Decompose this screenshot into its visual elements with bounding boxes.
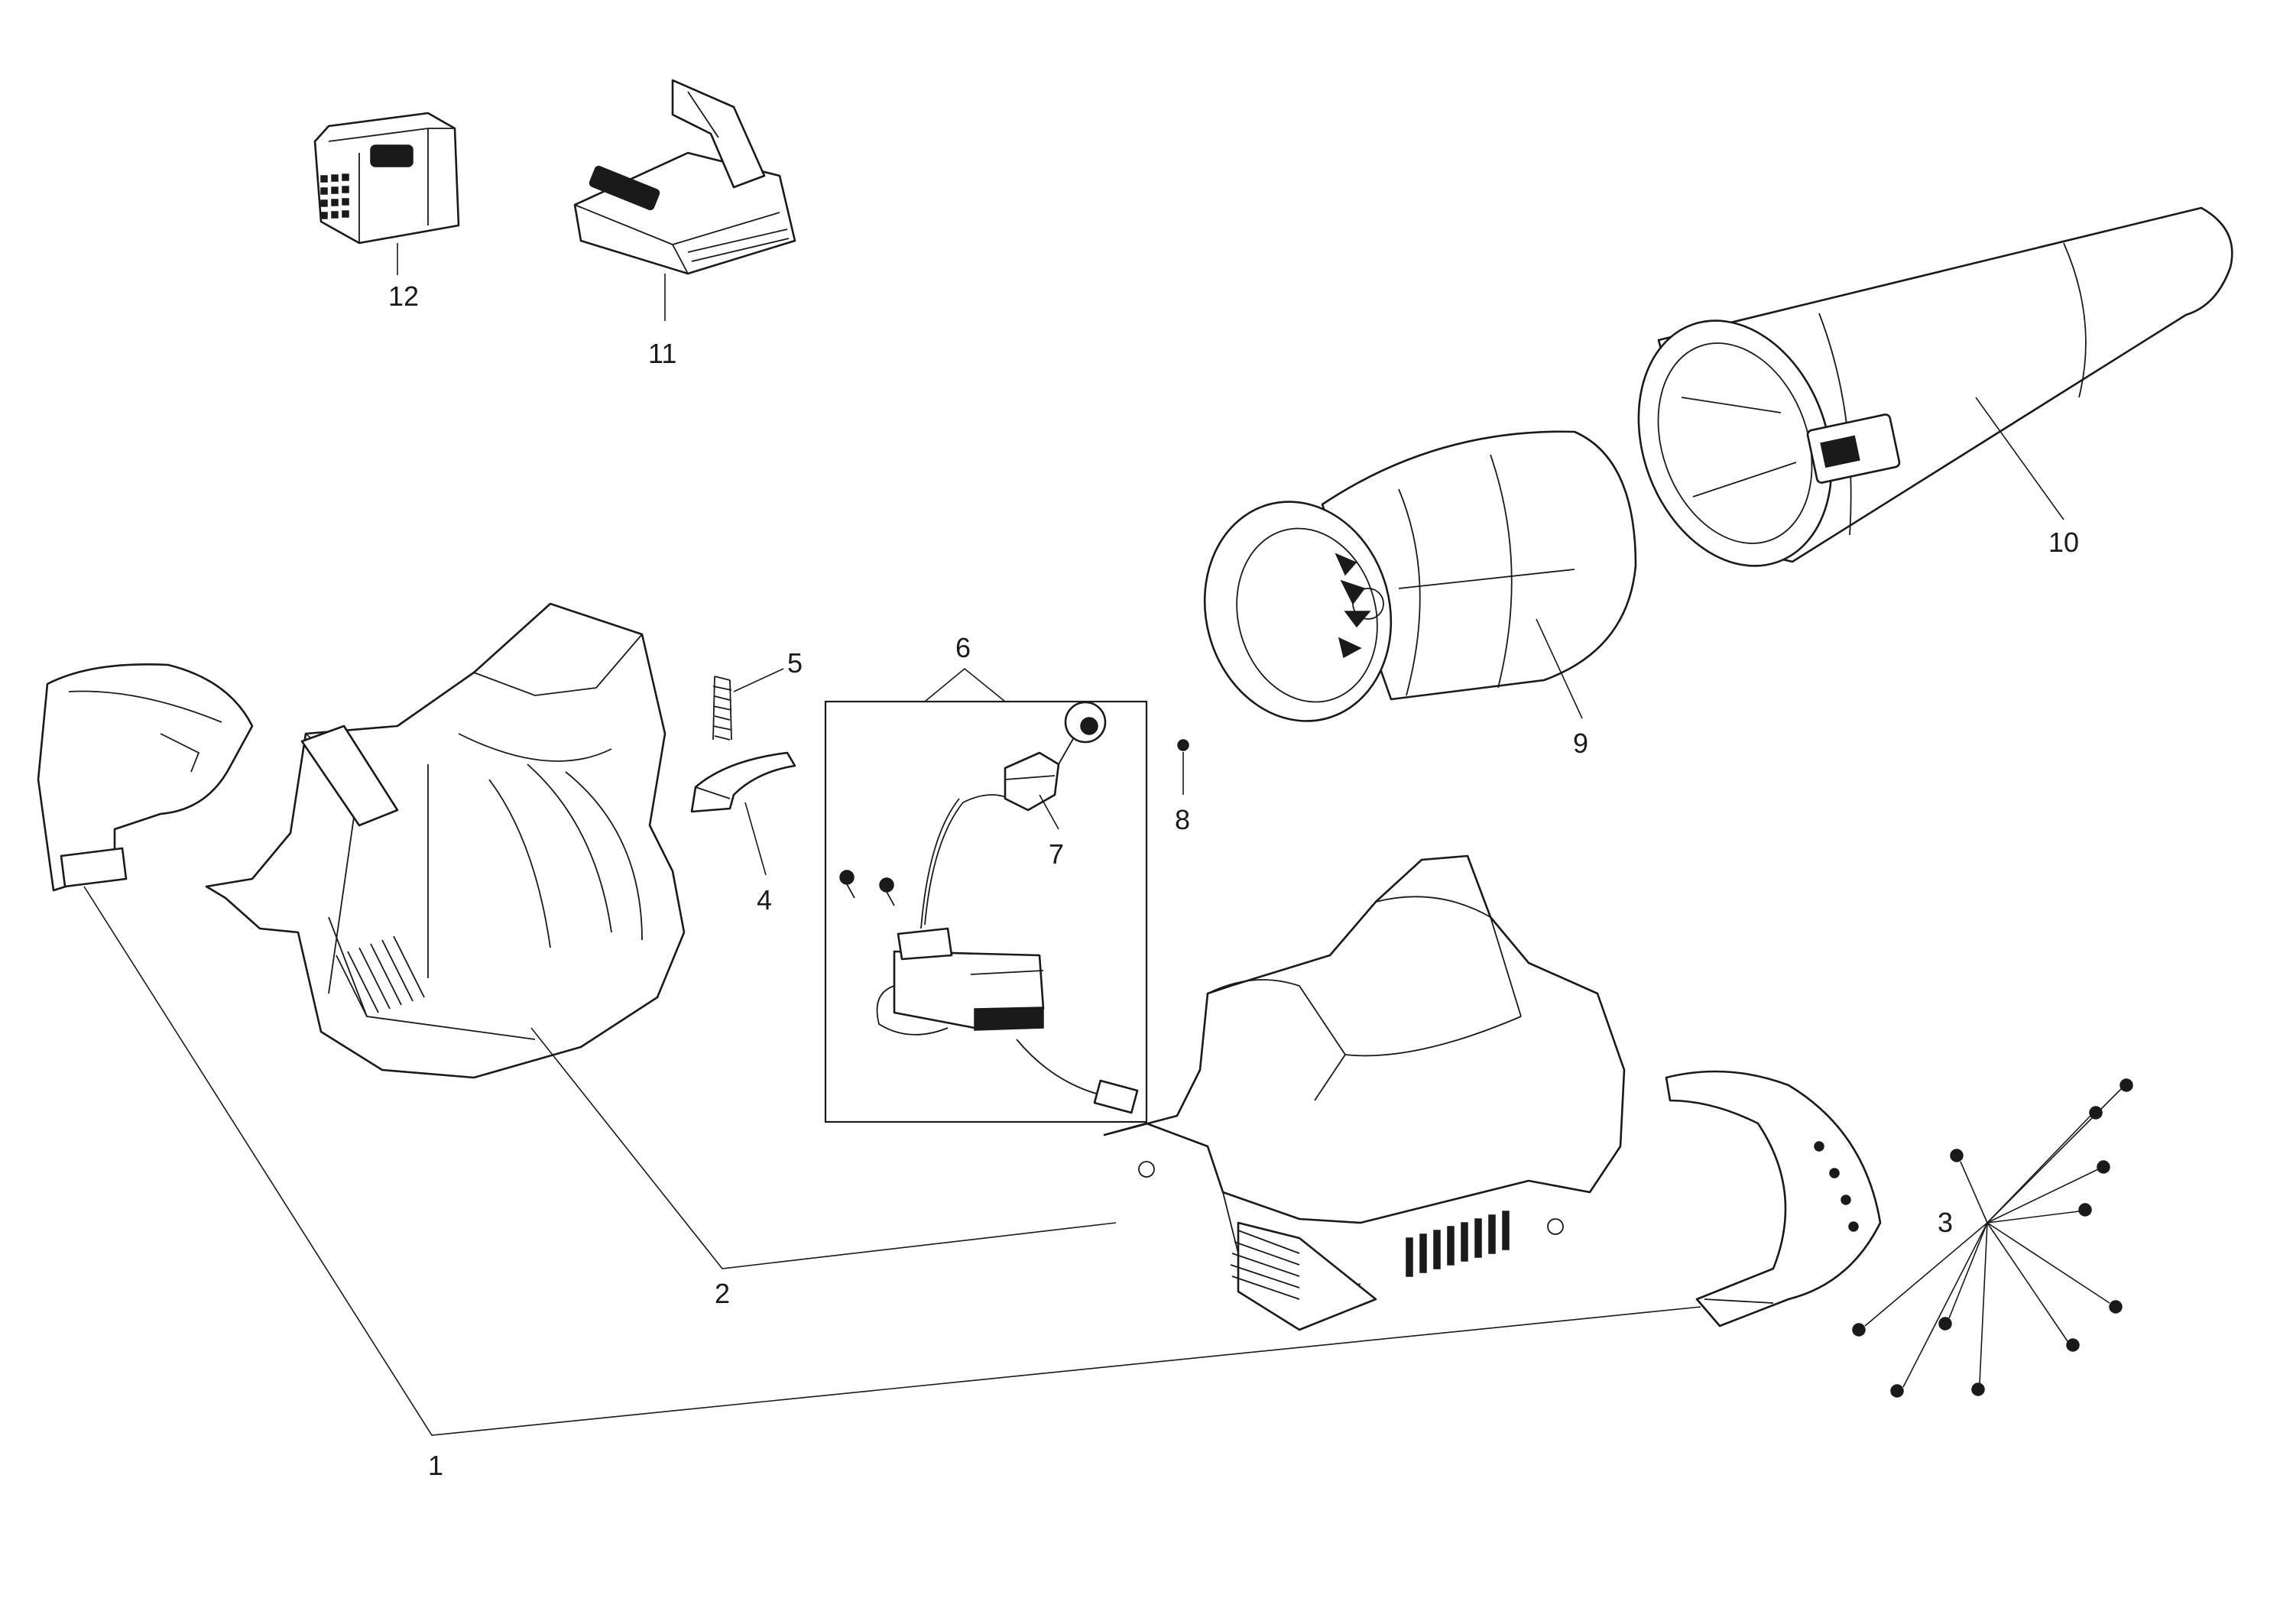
leader-1: [83, 886, 1701, 1436]
leader-6: [924, 667, 1006, 702]
part-1-left-cover: [37, 663, 254, 892]
part-11-charger: [573, 79, 796, 275]
part-6-screws: [839, 870, 895, 906]
callout-10: 10: [2048, 527, 2079, 558]
callout-7: 7: [1049, 838, 1064, 870]
callout-11: 11: [648, 338, 676, 369]
leader-10: [1975, 397, 2064, 520]
callout-12: 12: [388, 280, 419, 312]
part-2-left-housing: [205, 602, 686, 1079]
part-1-right-cover: [1665, 1070, 1882, 1327]
leader-7: [1039, 794, 1059, 830]
callout-8: 8: [1175, 804, 1190, 835]
leader-4: [744, 802, 767, 876]
part-6-wiring-harness: [876, 794, 1139, 1114]
leader-2: [530, 1027, 1117, 1269]
callout-9: 9: [1573, 728, 1588, 759]
callout-4: 4: [757, 884, 772, 916]
part-10-blower-tube: [1637, 206, 2233, 567]
part-7-switch: [1004, 701, 1107, 812]
part-5-spring: [712, 676, 732, 741]
callout-1: 1: [428, 1450, 443, 1481]
leader-9: [1536, 618, 1583, 719]
part-4-trigger: [690, 751, 796, 813]
part-8-screw: [1177, 739, 1189, 751]
callout-3: 3: [1938, 1207, 1953, 1238]
callout-5: 5: [787, 647, 803, 679]
part-9-fan-housing: [1203, 430, 1637, 722]
part-3-screws: [1852, 1078, 2133, 1398]
leader-5: [733, 668, 784, 692]
part-6-assembly-box: [824, 700, 1148, 1123]
part-12-battery: [313, 112, 460, 245]
callout-2: 2: [715, 1278, 730, 1309]
part-2-right-housing: [1103, 854, 1626, 1331]
callout-6: 6: [955, 632, 971, 663]
